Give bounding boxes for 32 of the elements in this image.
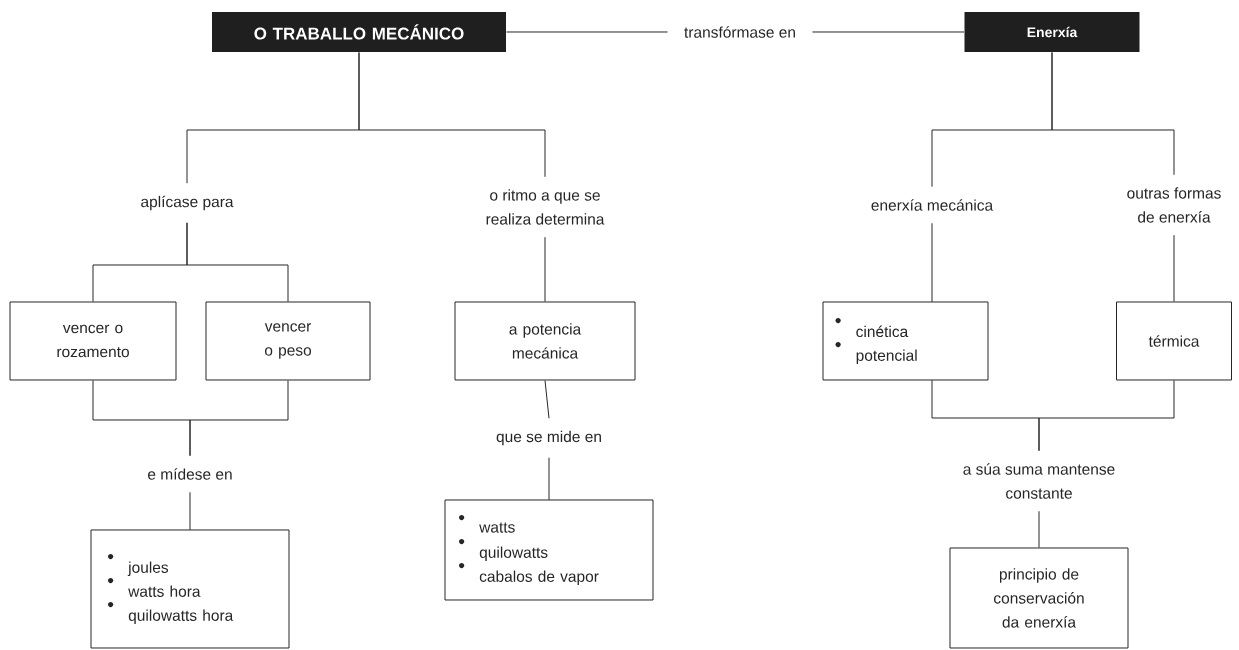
connector-line <box>1038 380 1175 452</box>
linking-text: e mídese en <box>148 468 232 480</box>
linking-text: enerxía mecánica <box>871 199 994 211</box>
linking-text: que se mide en <box>496 430 601 446</box>
bullet-list-box: cinética potencial <box>822 301 989 381</box>
title-box: Enerxía <box>964 12 1140 52</box>
linking-text: o ritmo a que se realiza determina <box>486 189 605 225</box>
concept-box: vencer o peso <box>205 301 371 381</box>
linking-text: aplícase para <box>141 195 234 211</box>
connector-line <box>1038 510 1040 548</box>
connector-line <box>812 31 965 33</box>
connector-line <box>1051 52 1175 176</box>
linking-text: a súa suma mantense constante <box>963 463 1115 499</box>
title-box: O TRABALLO MECÁNICO <box>212 12 506 52</box>
concept-box: a potencia mecánica <box>454 301 636 381</box>
concept-box: vencer o rozamento <box>9 301 177 381</box>
connector-line <box>506 31 668 33</box>
connector-line <box>1173 234 1175 302</box>
connector-line <box>544 380 550 419</box>
connector-line <box>548 457 550 501</box>
bullet-list-box: joules watts hora quilowatts hora <box>90 529 290 649</box>
concept-box: térmica <box>1116 301 1232 381</box>
concept-box: principio de conservación da enerxía <box>949 547 1129 649</box>
connector-line <box>358 52 546 178</box>
connector-line <box>544 236 546 302</box>
connector-line <box>189 380 289 457</box>
bullet-list-box: watts quilowatts cabalos de vapor <box>444 499 654 601</box>
connector-line <box>189 491 191 531</box>
connector-line <box>186 222 289 302</box>
linking-text: outras formas de enerxía <box>1127 187 1221 223</box>
linking-text: transfórmase en <box>684 26 795 38</box>
connector-line <box>931 222 933 303</box>
